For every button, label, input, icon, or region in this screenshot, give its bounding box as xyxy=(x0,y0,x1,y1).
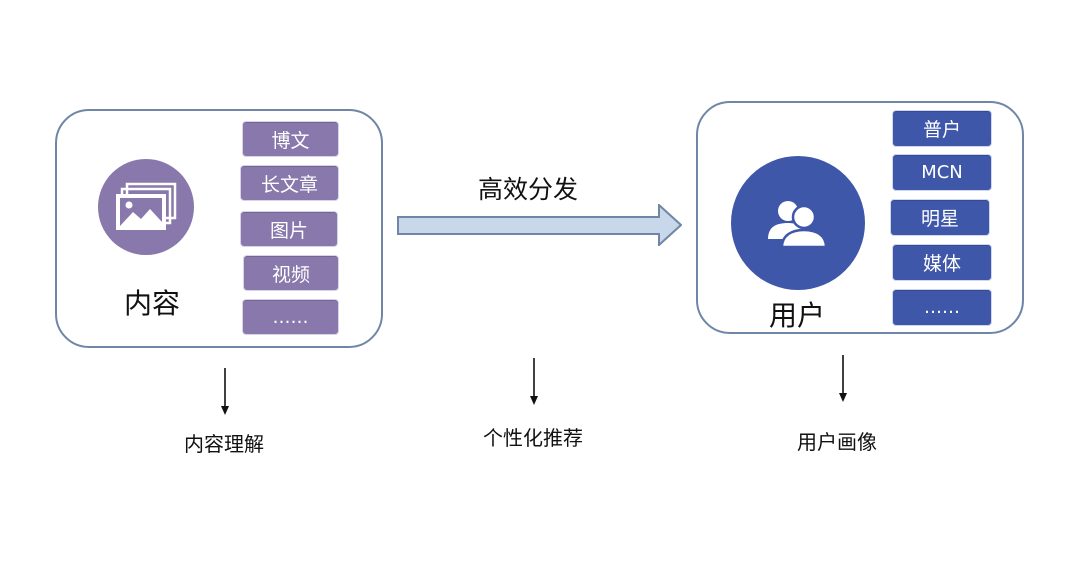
down-arrow-icon xyxy=(221,368,229,415)
content-tag-long-article: 长文章 xyxy=(240,165,339,201)
content-tag-video: 视频 xyxy=(243,255,339,291)
content-tag-more: …… xyxy=(242,299,339,335)
personalized-recommendation-label: 个性化推荐 xyxy=(483,426,583,450)
content-tag-image: 图片 xyxy=(240,211,338,247)
user-title: 用户 xyxy=(769,299,826,332)
user-tag-media: 媒体 xyxy=(892,244,992,281)
user-tag-regular: 普户 xyxy=(892,110,992,147)
down-arrow-icon xyxy=(530,358,538,405)
right-arrow-icon xyxy=(397,204,682,246)
content-title: 内容 xyxy=(124,287,181,320)
user-tag-mcn: MCN xyxy=(892,154,992,191)
down-arrow-icon xyxy=(839,355,847,402)
user-tag-more: …… xyxy=(892,289,992,326)
user-panel: 用户 普户 MCN 明星 媒体 …… xyxy=(696,101,1024,334)
user-circle xyxy=(731,156,865,290)
content-tag-weibo: 博文 xyxy=(242,121,339,157)
content-circle xyxy=(98,159,194,255)
distribution-label: 高效分发 xyxy=(478,175,579,204)
content-panel: 内容 博文 长文章 图片 视频 …… xyxy=(55,109,383,348)
user-tag-celebrity: 明星 xyxy=(890,199,990,236)
images-icon xyxy=(116,182,177,230)
user-profile-label: 用户画像 xyxy=(797,430,877,454)
content-understanding-label: 内容理解 xyxy=(184,432,264,456)
users-icon xyxy=(768,201,828,249)
